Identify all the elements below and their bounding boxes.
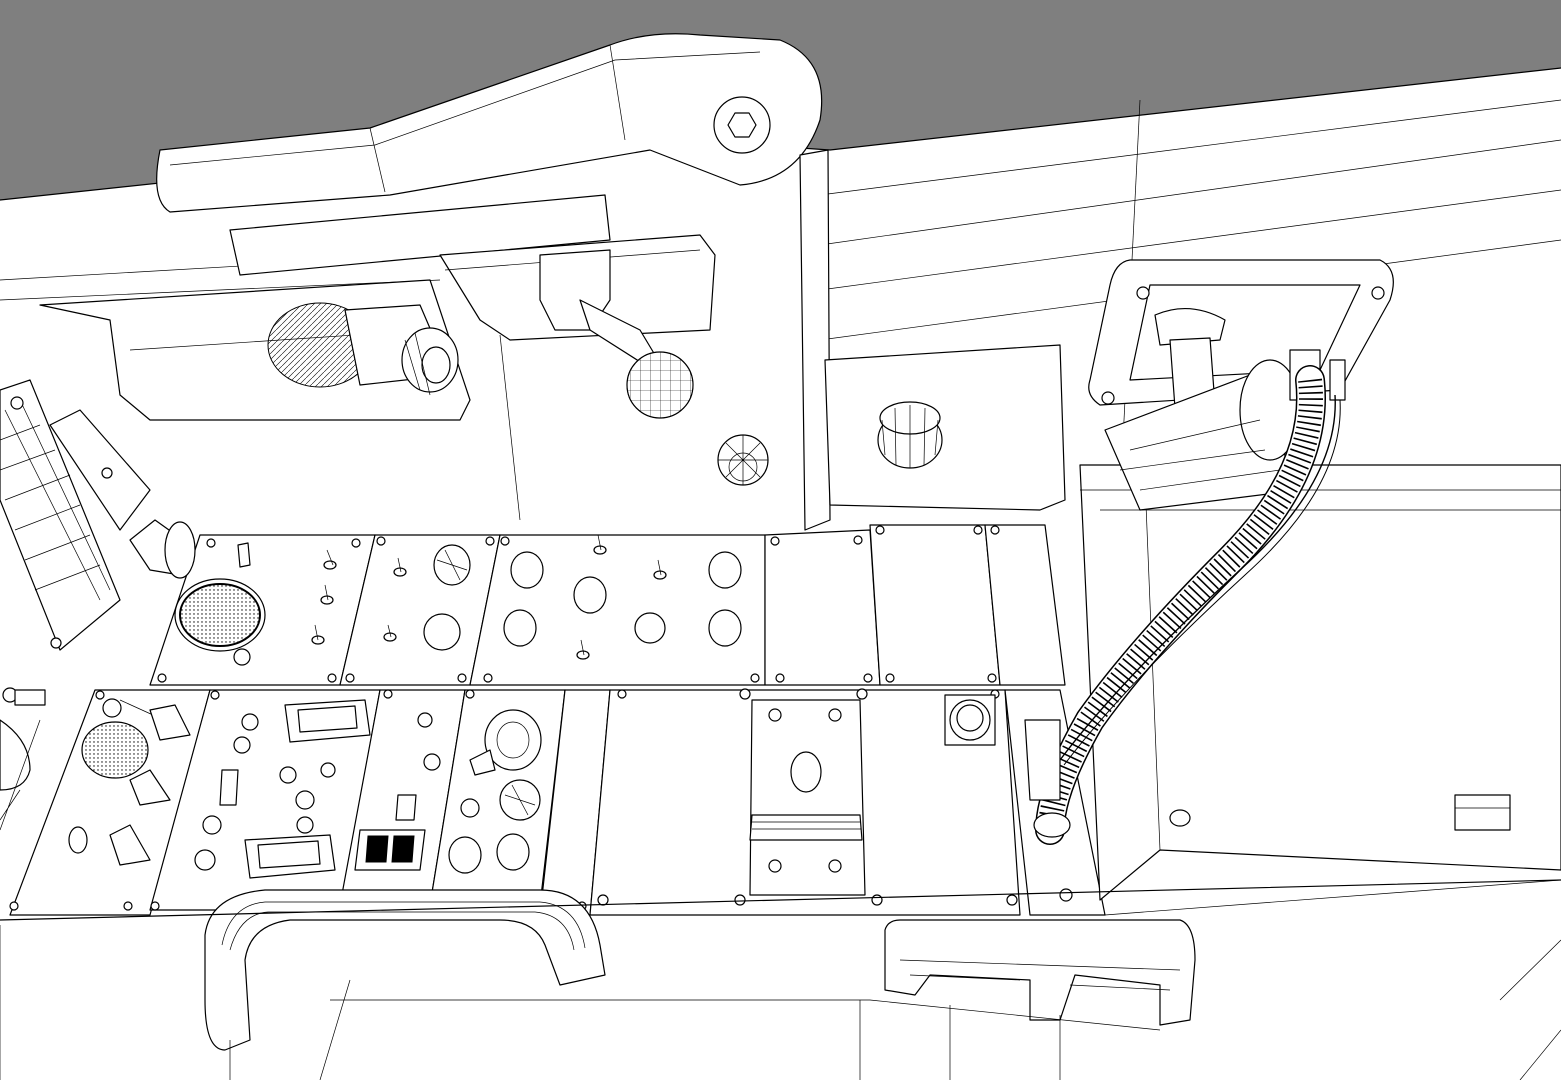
dome-lamp-housing (39, 279, 471, 421)
right-console-wall (1079, 464, 1561, 916)
lower-right-handle (884, 919, 1196, 1026)
mounting-bracket (749, 699, 866, 896)
ribbed-knob-upper-left (717, 434, 769, 486)
knobs-lower (194, 709, 542, 874)
recessed-panel (824, 344, 1066, 511)
ribbed-knob-recessed (877, 401, 943, 469)
toggle-switches-upper (237, 534, 667, 660)
corrugated-hose (1024, 365, 1341, 845)
rotary-knobs-upper (423, 544, 742, 651)
side-keypad-panel (0, 379, 151, 651)
ball-knob-lever (539, 249, 694, 419)
round-dial-upper (129, 519, 266, 666)
round-dial-lower (68, 698, 191, 866)
lower-left-handle (204, 889, 606, 1051)
lever-handle (156, 33, 823, 213)
upper-switch-panels (149, 524, 1066, 686)
floor-structure (0, 879, 1561, 1080)
left-edge-gauges (0, 687, 46, 831)
lever-guide-block (229, 149, 831, 531)
connector-socket (944, 694, 996, 746)
rectangular-switches (244, 699, 426, 879)
